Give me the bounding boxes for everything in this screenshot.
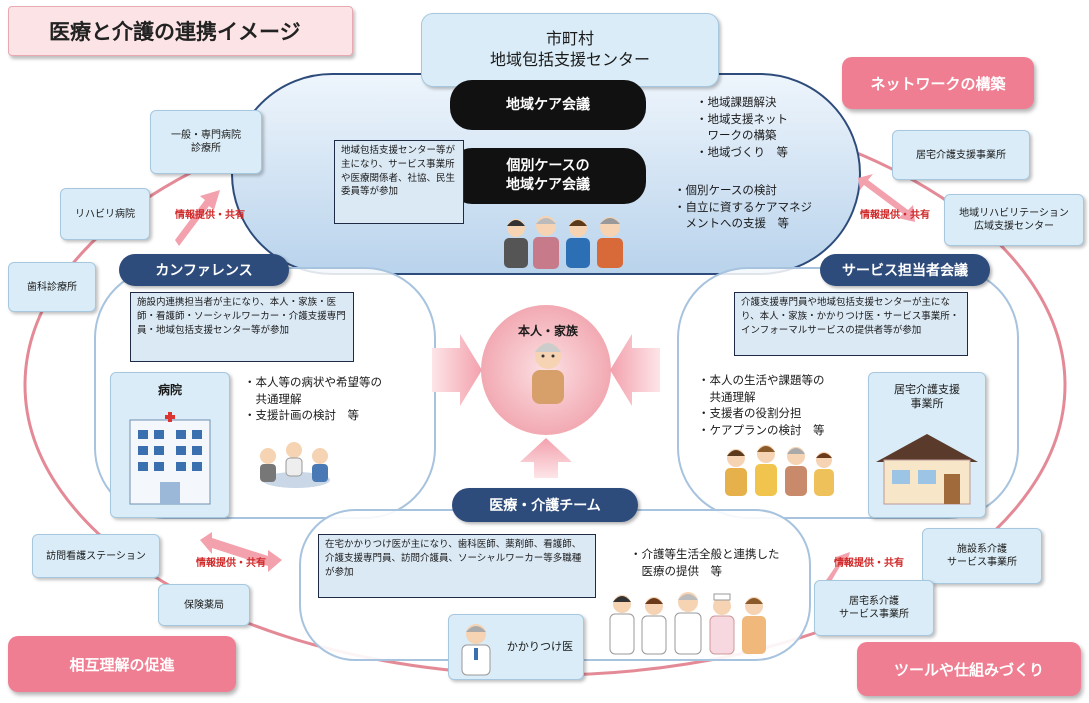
home-care-office-line1: 居宅介護支援 [894,383,960,396]
facility-services-box: 施設系介護 サービス事業所 [922,528,1042,584]
team-bullets: ・介護等生活全般と連携した 医療の提供 等 [630,547,780,578]
general-hospital-line2: 診療所 [191,143,221,154]
rehab-hospital-box: リハビリ病院 [60,188,150,240]
facility-services-line1: 施設系介護 [957,544,1007,555]
tools-tag: ツールや仕組みづくり [857,642,1081,696]
care-meeting-note: 地域包括支援センター等が主になり、サービス事業所や医療関係者、社協、民生委員等が… [334,140,464,224]
rehab-center-line2: 広域支援センター [974,221,1054,232]
conference-people-illustration [260,442,330,488]
general-hospital-line1: 一般・専門病院 [171,130,241,141]
home-services-line1: 居宅系介護 [849,596,899,607]
center-org-line2: 地域包括支援センター [489,50,650,69]
conference-note: 施設内連携担当者が主になり、本人・家族・医師・看護師・ソーシャルワーカー・介護支… [130,292,354,362]
home-care-support-box: 居宅介護支援事業所 [892,130,1030,180]
share-label-bottom-right: 情報提供・共有 [834,558,904,569]
visiting-nurse-box: 訪問看護ステーション [32,534,160,578]
rehab-center-box: 地域リハビリテーション 広域支援センター [944,194,1084,246]
medical-team-illustration [609,592,766,655]
page-title: 医療と介護の連携イメージ [8,6,353,56]
doctor-illustration [461,624,491,676]
center-org-line1: 市町村 [545,29,594,49]
general-hospital-box: 一般・専門病院 診療所 [150,110,262,174]
care-meeting-bullets-top: ・地域課題解決 ・地域支援ネット ワークの構築 ・地域づくり 等 [696,95,788,160]
community-care-meeting-pill: 地域ケア会議 [450,80,646,130]
share-label-bottom-left: 情報提供・共有 [196,558,266,569]
facility-services-line2: サービス事業所 [947,557,1017,568]
arrow-from-conference [432,334,482,406]
center-org-box: 市町村 地域包括支援センター [421,13,719,87]
meeting-people-illustration [504,216,623,269]
home-services-box: 居宅系介護 サービス事業所 [814,580,934,636]
house-illustration [876,434,978,505]
mutual-understanding-tag: 相互理解の促進 [8,636,236,692]
hospital-building-illustration [129,412,211,505]
rehab-center-line1: 地域リハビリテーション [959,208,1069,219]
center-person-label: 本人・家族 [517,324,578,338]
share-label-top-left: 情報提供・共有 [175,210,245,221]
arrow-from-team [520,438,572,478]
individual-care-meeting-pill: 個別ケースの 地域ケア会議 [450,148,646,204]
conference-pill: カンファレンス [119,254,289,286]
service-meeting-bullets: ・本人の生活や課題等の 共通理解 ・支援者の役割分担 ・ケアプランの検討 等 [698,373,825,438]
dental-clinic-box: 歯科診療所 [8,262,96,312]
home-care-office-line2: 事業所 [910,397,944,411]
share-arrows [175,174,915,590]
care-meeting-bullets-bottom: ・個別ケースの検討 ・自立に資するケアマネジ メントへの支援 等 [674,183,812,231]
individual-meeting-line1: 個別ケースの [506,158,590,175]
team-note: 在宅かかりつけ医が主になり、歯科医師、薬剤師、看護師、介護支援専門員、訪問介護員… [318,534,596,598]
home-services-line2: サービス事業所 [839,609,909,620]
elderly-person-illustration [532,343,564,404]
conference-bullets: ・本人等の病状や希望等の 共通理解 ・支援計画の検討 等 [244,375,382,423]
service-people-illustration [725,445,834,496]
individual-meeting-line2: 地域ケア会議 [506,177,590,193]
arrow-from-service [610,334,660,406]
service-meeting-note: 介護支援専門員や地域包括支援センターが主になり、本人・家族・かかりつけ医・サービ… [734,292,968,356]
network-tag: ネットワークの構築 [842,57,1034,109]
team-pill: 医療・介護チーム [452,488,638,522]
hospital-label: 病院 [157,383,182,397]
pharmacy-box: 保険薬局 [158,584,250,626]
service-meeting-pill: サービス担当者会議 [820,254,990,286]
share-label-top-right: 情報提供・共有 [860,210,930,221]
family-doctor-label: かかりつけ医 [506,639,573,653]
